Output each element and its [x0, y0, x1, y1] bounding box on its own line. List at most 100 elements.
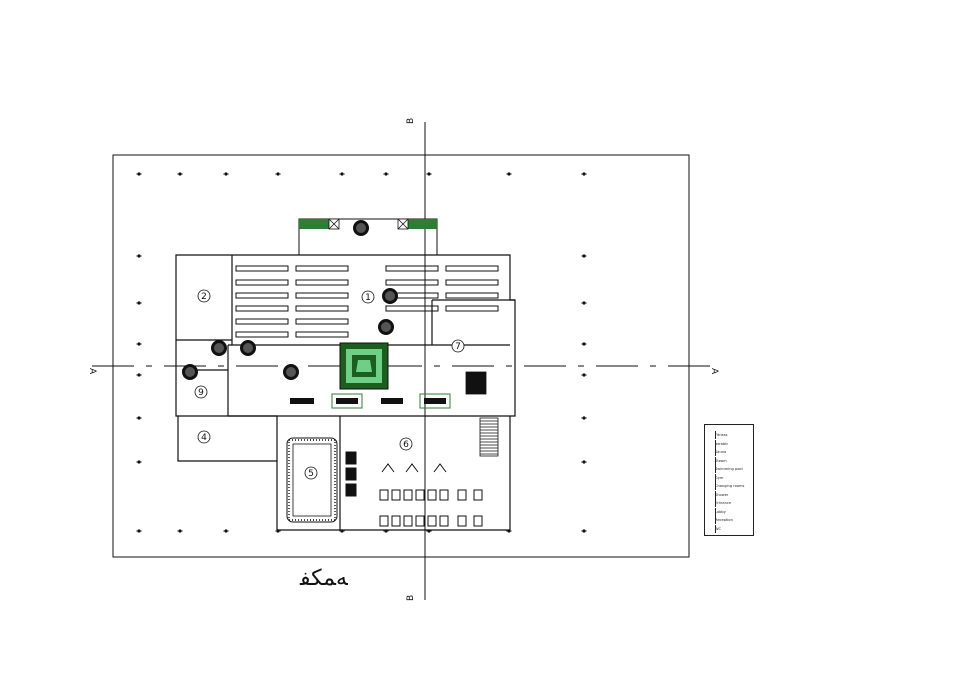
legend-row: 12WC [715, 524, 751, 533]
legend-row: 11Reception [715, 516, 751, 524]
legend-label: Fitness [715, 433, 728, 437]
zone-label-7: 7 [455, 342, 461, 352]
gym-machine [403, 489, 413, 501]
zone-label-2: 2 [201, 292, 207, 302]
legend-label: Lobby [715, 509, 726, 514]
legend-number: 10 [715, 507, 716, 516]
locker [345, 467, 357, 481]
zone-circle [361, 290, 375, 304]
gym-machine [427, 489, 437, 501]
legend-number: 5 [715, 465, 716, 473]
gym-machine [415, 489, 425, 501]
central-atrium [339, 342, 389, 390]
gym-machine [415, 515, 425, 527]
legend-label: Sauna [715, 450, 727, 454]
equipment-row [295, 292, 349, 299]
legend-row: 3Sauna [715, 448, 751, 456]
callout-inner [214, 343, 224, 353]
gym-machine [473, 515, 483, 527]
zone-circle [304, 466, 318, 480]
equipment-row [235, 331, 289, 338]
equipment-row [295, 318, 349, 325]
callout-inner [185, 367, 195, 377]
zone-label-1: 1 [365, 293, 371, 303]
equipment-row [385, 265, 439, 272]
zone-label-6: 6 [403, 440, 409, 450]
legend-row: 5Swimming pool [715, 465, 751, 473]
zone-label-4: 4 [201, 433, 207, 443]
gym-machine [391, 515, 401, 527]
legend-number: 3 [715, 448, 716, 456]
zone-label-9: 9 [198, 388, 204, 398]
fitness-equipment [235, 265, 499, 338]
gym-machine [391, 489, 401, 501]
section-marker-right: A [709, 368, 719, 375]
section-callouts [182, 220, 398, 380]
callout-inner [286, 367, 296, 377]
gym-machine [379, 515, 389, 527]
equipment-row [445, 265, 499, 272]
section-marker-bottom: B [406, 595, 416, 601]
gym-machine [473, 489, 483, 501]
legend-label: Gym [715, 475, 724, 480]
zone-circle [194, 385, 208, 399]
swimming-pool [286, 437, 338, 523]
gym-machine [403, 515, 413, 527]
site-boundary [112, 154, 690, 558]
callout-inner [385, 291, 395, 301]
gym-bench [405, 463, 419, 473]
legend-label: Changing rooms [715, 484, 745, 488]
equipment-row [235, 279, 289, 286]
equipment-row [295, 279, 349, 286]
legend-number: 8 [715, 490, 716, 499]
section-markers: B B A A [87, 118, 719, 601]
legend-label: Entrance [715, 501, 732, 505]
legend-number: 6 [715, 473, 716, 482]
gym-bench [381, 463, 395, 473]
legend-number: 7 [715, 482, 716, 490]
legend-number: 9 [715, 499, 716, 507]
locker [345, 451, 357, 465]
zone-circle [399, 437, 413, 451]
legend-row: 7Changing rooms [715, 482, 751, 490]
gym-bench [433, 463, 447, 473]
callout-inner [381, 322, 391, 332]
equipment-row [295, 305, 349, 312]
section-marker-left: A [87, 368, 97, 375]
gym-machine [457, 515, 467, 527]
equipment-row [235, 318, 289, 325]
zone-circle [197, 289, 211, 303]
equipment-row [445, 292, 499, 299]
drawing-title: ﻪﻤﮑﻔ [300, 566, 348, 591]
gym-equipment [345, 451, 483, 527]
legend-number: 4 [715, 456, 716, 465]
gym-machine [427, 515, 437, 527]
legend-row: 4Steam [715, 456, 751, 465]
legend-label: Reception [715, 518, 733, 522]
zone-circle [197, 430, 211, 444]
benches [331, 393, 451, 409]
equipment-row [385, 305, 439, 312]
gym-machine [457, 489, 467, 501]
callout-inner [243, 343, 253, 353]
stairs [465, 371, 499, 457]
zone-circle [451, 339, 465, 353]
legend-row: 2aerobic [715, 439, 751, 448]
locker [345, 483, 357, 497]
equipment-row [235, 265, 289, 272]
legend-number: 1 [715, 431, 716, 439]
entrance-canopy [298, 218, 438, 256]
legend-label: WC [715, 526, 722, 531]
bench-seats [290, 398, 446, 404]
gym-machine [379, 489, 389, 501]
legend-number: 2 [715, 439, 716, 448]
legend-number: 12 [715, 524, 716, 533]
legend-row: 8Shower [715, 490, 751, 499]
legend-label: aerobic [715, 441, 729, 446]
legend: 1Fitness2aerobic3Sauna4Steam5Swimming po… [704, 424, 754, 536]
equipment-row [385, 279, 439, 286]
gym-machine [439, 515, 449, 527]
equipment-row [235, 292, 289, 299]
